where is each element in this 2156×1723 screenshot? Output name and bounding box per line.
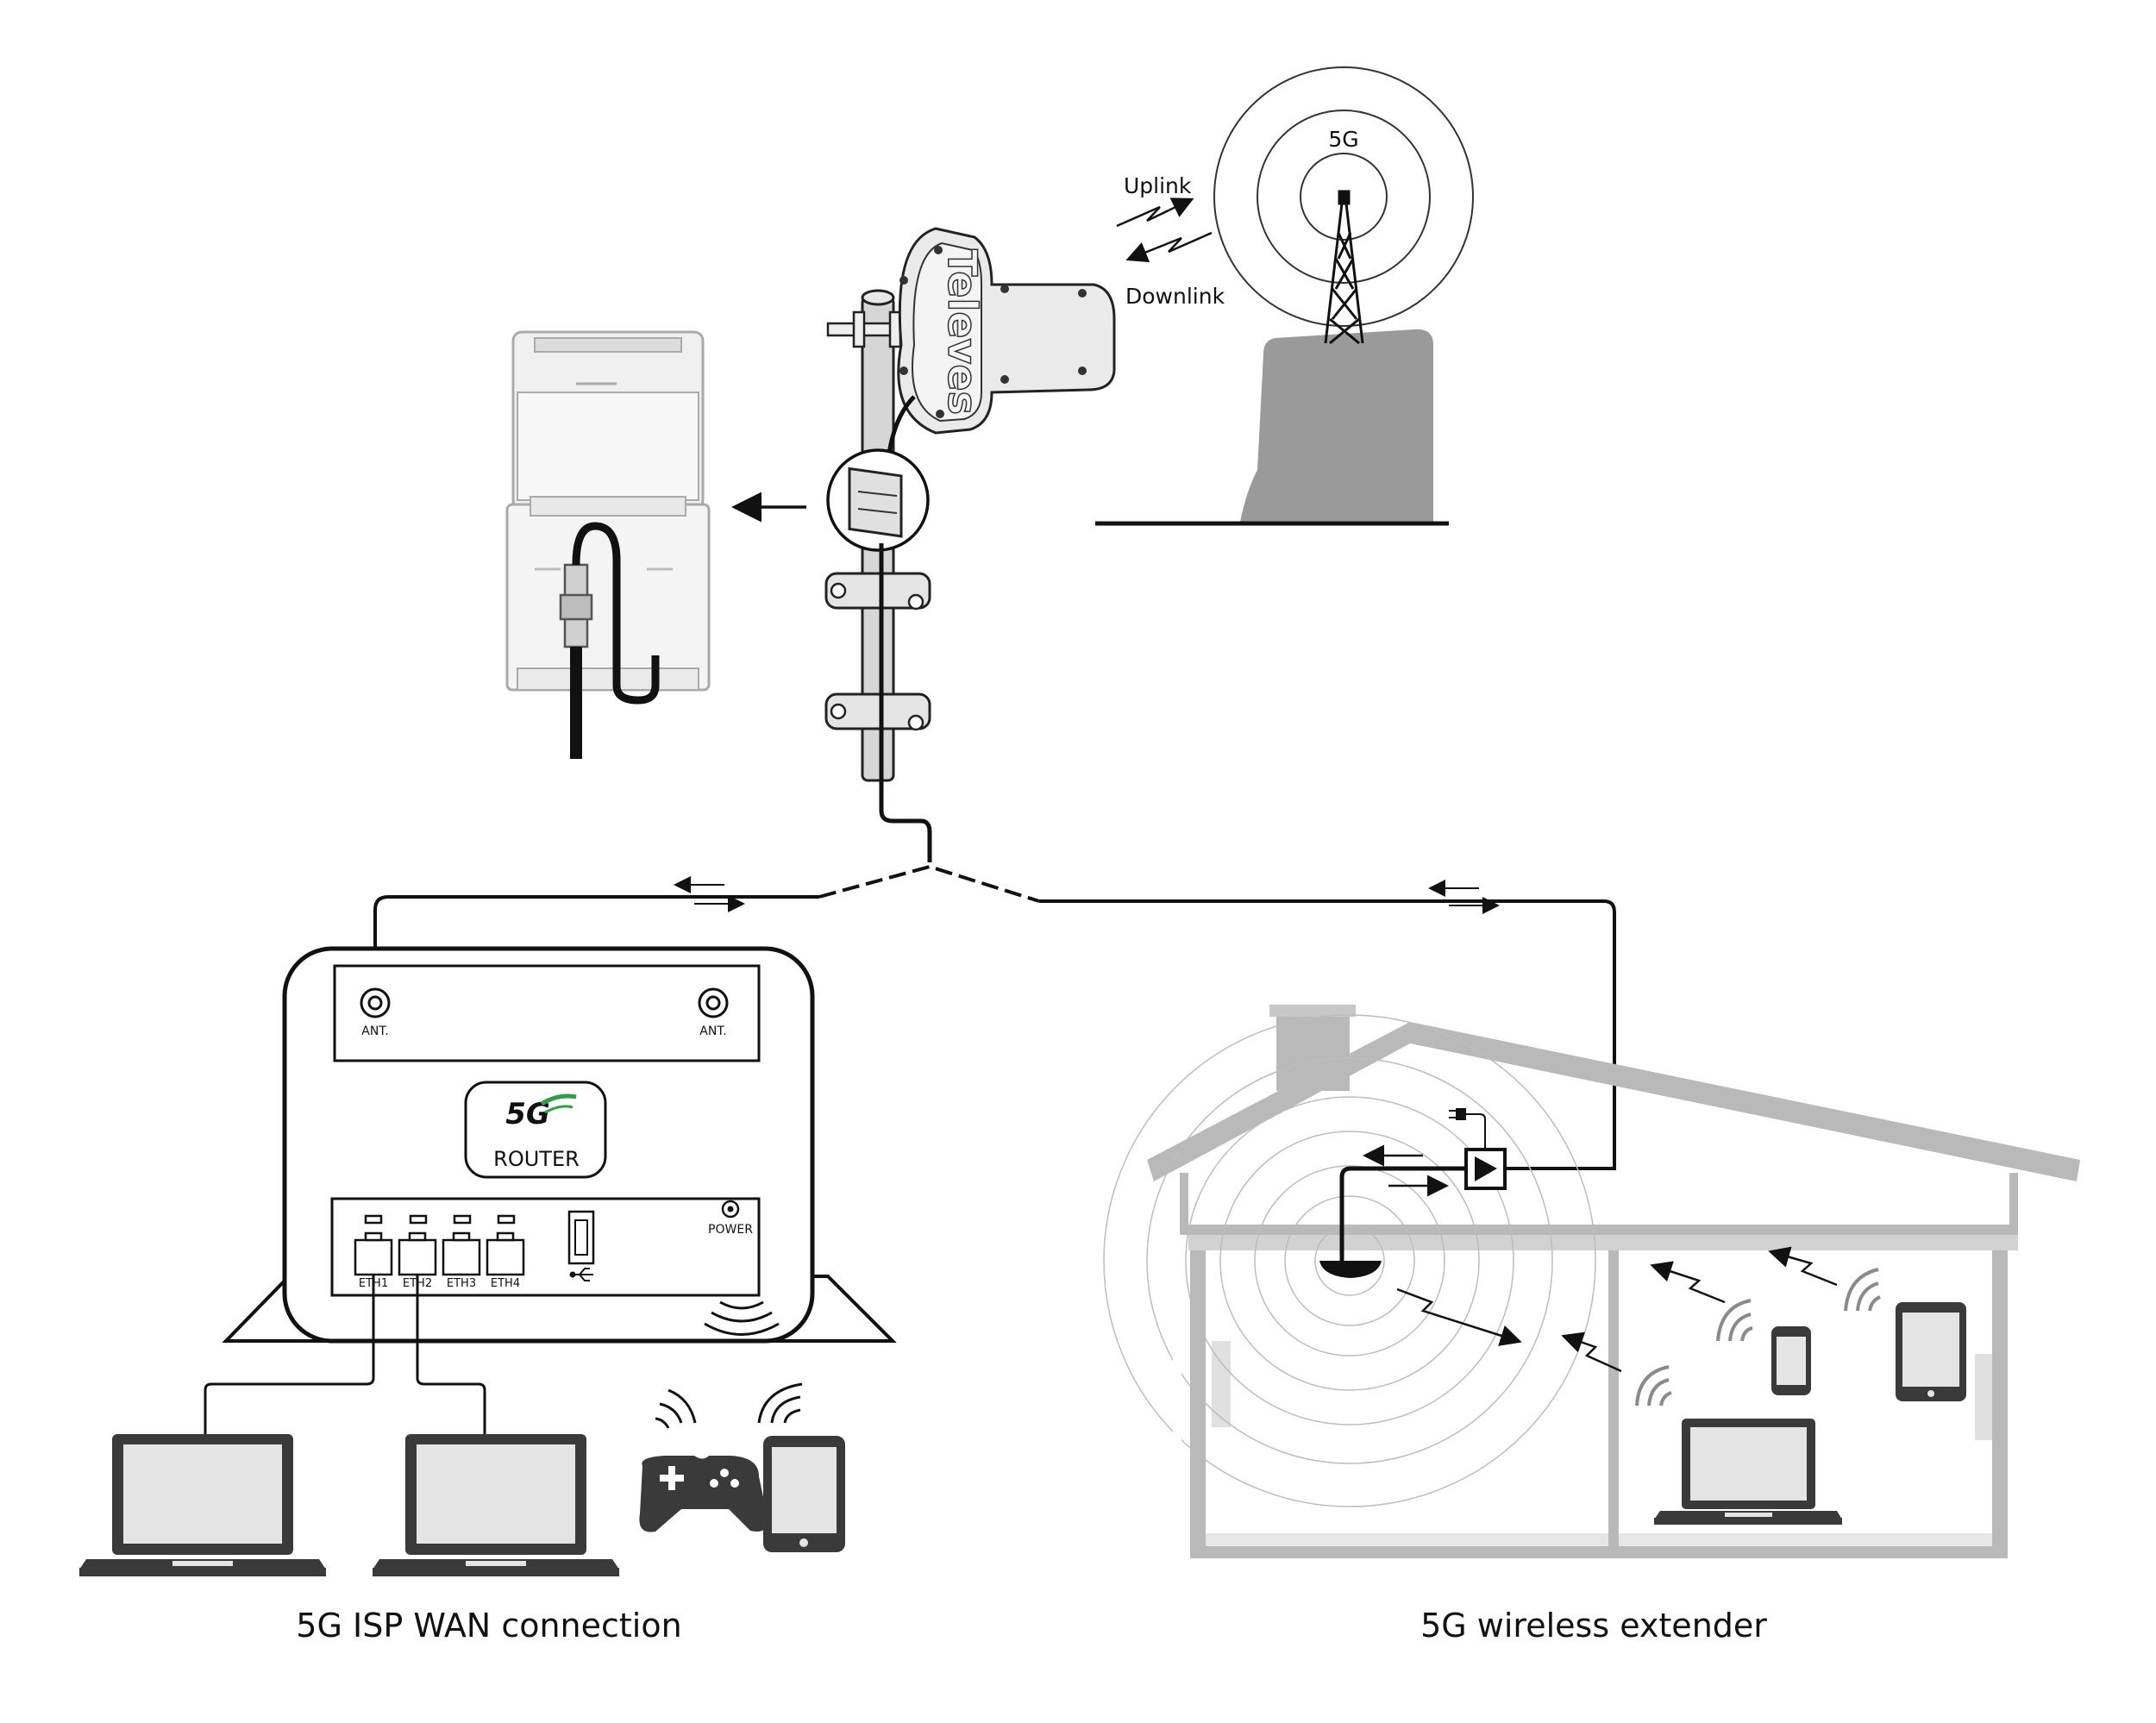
mast-clamp-lower [824, 692, 931, 731]
caption-left: 5G ISP WAN connection [296, 1607, 681, 1645]
router-title: ROUTER [493, 1147, 580, 1171]
signal-ring-inner [1300, 153, 1388, 241]
signal-ring-middle [1257, 110, 1431, 284]
uplink-arrow [1116, 197, 1194, 228]
antenna-mast-group: Televes [824, 227, 1116, 862]
cell-tower-group: 5G Uplink Downlink [1095, 66, 1474, 526]
eth4-port[interactable] [486, 1238, 525, 1276]
ant-right-label: ANT. [699, 1024, 726, 1038]
eth2-port[interactable] [398, 1238, 437, 1276]
router-wifi-icon [704, 1300, 780, 1336]
mast-top [861, 289, 895, 306]
tower-icon [1324, 190, 1364, 345]
gamepad-icon [639, 1456, 768, 1532]
hill-shape [1240, 329, 1433, 522]
amplifier-icon [1475, 1156, 1497, 1181]
caption-right: 5G wireless extender [1420, 1607, 1767, 1645]
eth-port-group [354, 1214, 525, 1276]
phone-zigzag-arrow [1650, 1261, 1726, 1304]
house-wall-right [1992, 1250, 2008, 1557]
router-port-panel [330, 1197, 761, 1297]
router-group: ANT. ANT. 5G ROUTER ETH1 ETH2 ETH3 ETH4 [222, 946, 897, 1344]
power-label: POWER [708, 1223, 753, 1237]
usb-icon [569, 1268, 593, 1281]
uplink-label: Uplink [1124, 173, 1192, 198]
extender-signal-waves [1103, 1014, 1596, 1507]
tablet-wifi-icon [757, 1382, 803, 1424]
junction-box-detail [505, 330, 711, 759]
gamepad-wifi-icon [655, 1388, 697, 1429]
room-zigzag-out [1396, 1288, 1522, 1346]
eth3-port[interactable] [442, 1238, 481, 1276]
antenna-brand-label: Televes [939, 249, 986, 415]
cable-split-dashed [818, 864, 1040, 903]
laptop-icon-middle [373, 1434, 619, 1576]
signal-ring-outer [1213, 66, 1474, 327]
amplifier-power-cable [1466, 1113, 1486, 1150]
ceiling-antenna [1319, 1261, 1382, 1278]
tablet-icon-right [1896, 1302, 1966, 1401]
cable-to-router [373, 895, 819, 1005]
phone-icon [1771, 1326, 1811, 1395]
eth1-port[interactable] [354, 1238, 393, 1276]
mast-clamp-upper [824, 572, 931, 611]
house-group [1103, 1005, 2080, 1582]
router-logo-swoosh [540, 1093, 577, 1106]
eth1-cable [204, 1275, 375, 1436]
ant-left-label: ANT. [361, 1024, 388, 1038]
laptop-icon-house [1654, 1419, 1842, 1525]
eth2-cable [416, 1275, 486, 1436]
eth3-label: ETH3 [447, 1277, 476, 1290]
cable-network [373, 864, 1616, 1170]
router-antenna-panel [333, 964, 761, 1062]
junction-box [848, 467, 903, 538]
mast-coax-cable [879, 543, 932, 862]
downlink-label: Downlink [1125, 284, 1225, 309]
cable-to-extender [1039, 899, 1616, 1170]
tower-5g-label: 5G [1328, 127, 1358, 152]
tablet-icon-left [763, 1436, 845, 1552]
room-zigzag-in [1561, 1331, 1622, 1373]
room-wifi-arcs [1635, 1268, 1881, 1407]
attic-floor [1180, 1225, 2018, 1235]
eth4-label: ETH4 [491, 1277, 520, 1290]
laptop-icon-left [79, 1434, 326, 1576]
power-plug-icon [1449, 1108, 1466, 1120]
attic-cable [1339, 1166, 1466, 1261]
downlink-arrow [1125, 231, 1213, 263]
tablet-zigzag-arrow [1768, 1246, 1838, 1287]
